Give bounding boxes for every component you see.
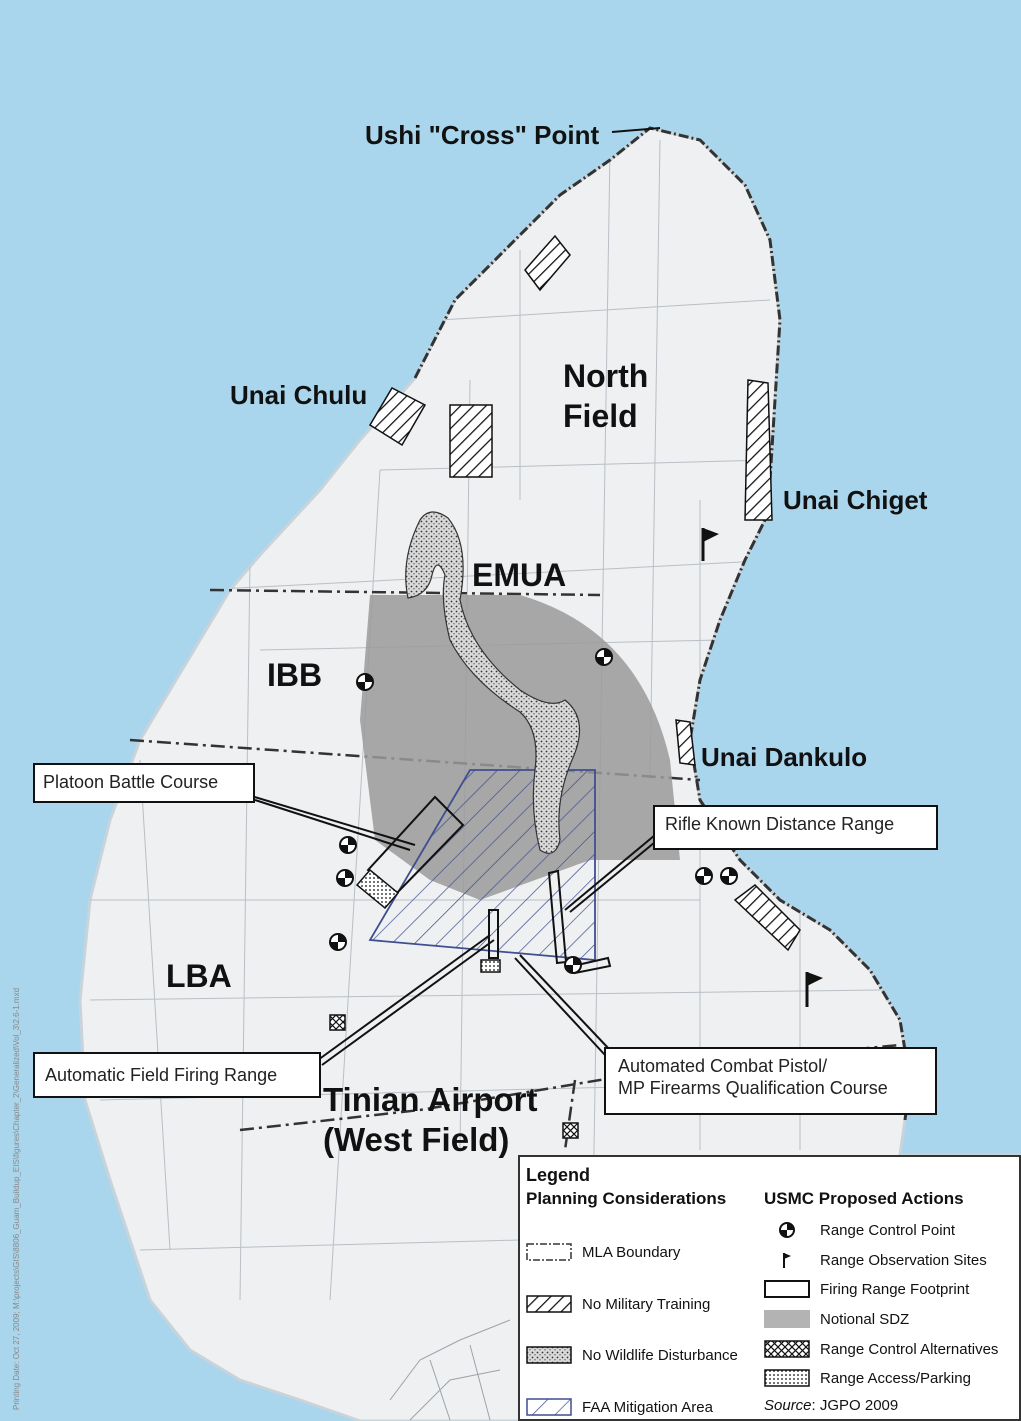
- label-ushi-cross-point: Ushi "Cross" Point: [365, 120, 599, 150]
- callout-combat-pistol: Automated Combat Pistol/ MP Firearms Qua…: [604, 1047, 937, 1115]
- legend-label-range-control-point: Range Control Point: [820, 1221, 956, 1239]
- legend-label-notional-sdz: Notional SDZ: [820, 1310, 910, 1328]
- range-control-point-icon: [779, 1222, 795, 1238]
- range-control-alternative-1: [329, 1014, 346, 1031]
- range-observation-icon: [783, 1253, 791, 1268]
- printing-note: Printing Date: Oct 27, 2009; M:\projects…: [0, 870, 21, 1410]
- printing-note-text: Printing Date: Oct 27, 2009; M:\projects…: [12, 987, 21, 1410]
- mla-boundary-icon: [526, 1243, 572, 1261]
- legend-source-value: : JGPO 2009: [811, 1397, 899, 1414]
- label-emua: EMUA: [472, 557, 566, 593]
- range-access-parking-1: [355, 868, 400, 910]
- callout-leaders: [247, 127, 661, 1066]
- legend-item-range-control-point: Range Control Point: [764, 1221, 955, 1239]
- notional-sdz-icon: [764, 1310, 810, 1328]
- label-unai-chiget: Unai Chiget: [783, 485, 928, 515]
- legend-label-range-access-parking: Range Access/Parking: [820, 1369, 971, 1387]
- label-tinian-airport-2: (West Field): [323, 1121, 509, 1158]
- callout-platoon-text: Platoon Battle Course: [43, 772, 219, 792]
- callout-automatic-text: Automatic Field Firing Range: [45, 1065, 278, 1085]
- legend-col1-heading: Planning Considerations: [526, 1189, 727, 1208]
- callout-automatic-field-firing: Automatic Field Firing Range: [33, 1052, 321, 1098]
- label-unai-dankulo: Unai Dankulo: [701, 742, 867, 772]
- label-tinian-airport-1: Tinian Airport: [323, 1081, 538, 1118]
- label-north-field-2: Field: [563, 398, 638, 434]
- legend-source: Source: JGPO 2009: [764, 1397, 898, 1414]
- range-control-alternatives-icon: [764, 1340, 810, 1358]
- callout-pistol-line2: MP Firearms Qualification Course: [618, 1078, 888, 1098]
- range-access-parking-2: [480, 959, 501, 973]
- range-control-points: [329, 648, 738, 974]
- legend: Legend Planning Considerations USMC Prop…: [518, 1155, 1021, 1421]
- callout-pistol-line1: Automated Combat Pistol/: [618, 1056, 828, 1076]
- legend-item-notional-sdz: Notional SDZ: [764, 1310, 909, 1328]
- legend-item-range-access-parking: Range Access/Parking: [764, 1369, 971, 1387]
- legend-label-no-military-training: No Military Training: [582, 1295, 711, 1313]
- legend-label-faa-mitigation: FAA Mitigation Area: [582, 1398, 713, 1416]
- legend-label-mla-boundary: MLA Boundary: [582, 1243, 681, 1261]
- legend-item-range-control-alternatives: Range Control Alternatives: [764, 1340, 998, 1358]
- callout-rifle-known-distance: Rifle Known Distance Range: [653, 805, 938, 850]
- label-ibb: IBB: [267, 657, 322, 693]
- no-wildlife-disturbance-icon: [526, 1346, 572, 1364]
- legend-item-faa-mitigation: FAA Mitigation Area: [526, 1398, 713, 1416]
- legend-item-no-military-training: No Military Training: [526, 1295, 710, 1313]
- legend-label-firing-range-footprint: Firing Range Footprint: [820, 1280, 970, 1298]
- firing-range-footprint-icon: [764, 1280, 810, 1298]
- label-unai-chulu: Unai Chulu: [230, 380, 367, 410]
- legend-item-mla-boundary: MLA Boundary: [526, 1243, 680, 1261]
- no-military-training-areas: [368, 234, 801, 952]
- town-grid: [389, 1319, 511, 1421]
- legend-label-range-control-alternatives: Range Control Alternatives: [820, 1340, 999, 1358]
- legend-item-firing-range-footprint: Firing Range Footprint: [764, 1280, 969, 1298]
- range-observation-flags: [701, 528, 823, 1007]
- label-north-field-1: North: [563, 358, 648, 394]
- callout-rifle-text: Rifle Known Distance Range: [665, 814, 895, 834]
- range-access-parking-icon: [764, 1369, 810, 1387]
- legend-source-label: Source: [764, 1397, 812, 1414]
- faa-mitigation-icon: [526, 1398, 572, 1416]
- wildlife-corridor: [405, 511, 581, 854]
- legend-label-no-wildlife-disturbance: No Wildlife Disturbance: [582, 1346, 738, 1364]
- legend-label-range-observation: Range Observation Sites: [820, 1251, 987, 1269]
- legend-item-range-observation: Range Observation Sites: [764, 1251, 987, 1269]
- place-labels: Ushi "Cross" Point North Field Unai Chul…: [166, 120, 928, 1158]
- label-lba: LBA: [166, 958, 232, 994]
- legend-item-no-wildlife-disturbance: No Wildlife Disturbance: [526, 1346, 738, 1364]
- callout-platoon-battle-course: Platoon Battle Course: [33, 763, 255, 803]
- range-control-alternative-2: [562, 1122, 579, 1139]
- legend-col2-heading: USMC Proposed Actions: [764, 1189, 964, 1208]
- no-military-training-icon: [526, 1295, 572, 1313]
- legend-title: Legend: [526, 1165, 591, 1185]
